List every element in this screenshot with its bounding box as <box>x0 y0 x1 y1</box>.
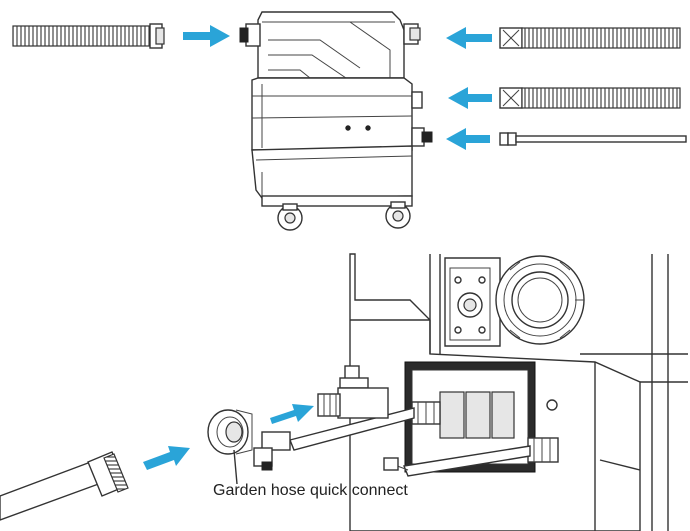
arrow-right-icon <box>270 404 314 424</box>
garden-hose-line <box>499 132 687 146</box>
inlet-hose-left <box>12 23 165 49</box>
arrow-left-icon <box>446 128 490 150</box>
unit-detail-view <box>0 253 688 531</box>
arrow-left-icon <box>446 27 492 49</box>
pool-vacuum-unit <box>239 11 433 231</box>
hose-top-right <box>499 27 681 49</box>
hose-middle-right <box>499 87 681 109</box>
arrow-left-icon <box>448 87 492 109</box>
arrow-right-icon <box>143 446 190 470</box>
garden-hose-quick-connect-label: Garden hose quick connect <box>213 482 408 499</box>
arrow-right-icon <box>183 25 230 47</box>
